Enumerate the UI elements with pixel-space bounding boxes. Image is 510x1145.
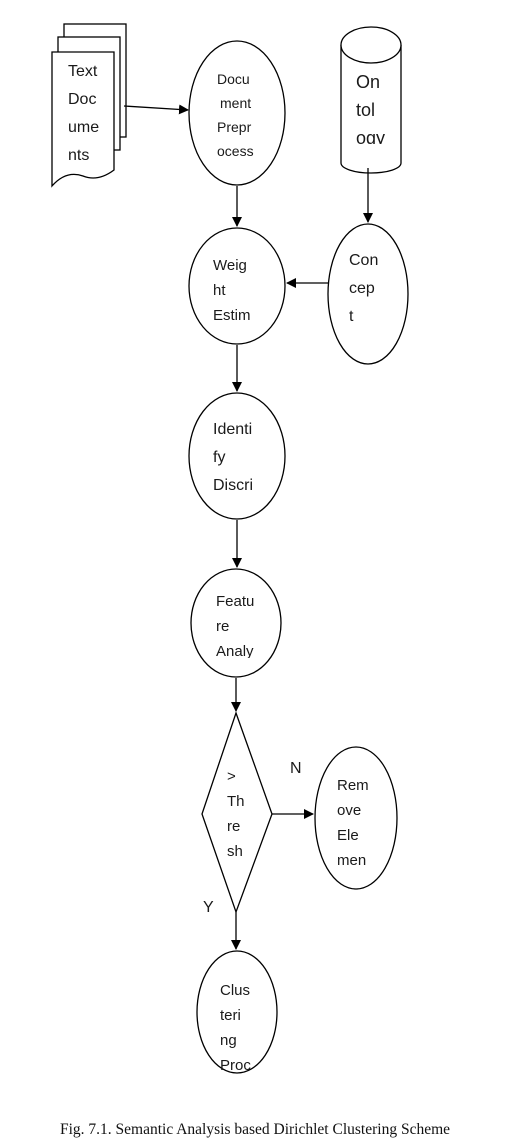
feature-analy-label: Featu re Analy	[216, 593, 255, 658]
threshold-label: > Th re sh	[227, 768, 245, 860]
arrow-docs-to-preprocess	[123, 104, 189, 115]
feature-analy-shape	[190, 568, 282, 678]
text-documents-shape	[51, 23, 127, 188]
document-preprocess-shape	[188, 40, 286, 186]
ontology-label: On tol ogy	[356, 72, 386, 144]
text-documents-label: Text Doc ume nts	[68, 63, 100, 164]
identify-discri-label: Identi fy Discri	[213, 421, 253, 494]
remove-element-shape	[314, 746, 398, 890]
document-preprocess-label: Docu ment Prepr ocess	[217, 71, 254, 159]
concept-label: Con cep t .	[349, 252, 379, 339]
identify-discri-shape	[188, 392, 286, 520]
branch-no-label: N	[290, 760, 302, 777]
clustering-proc-shape	[196, 950, 278, 1074]
weight-estim-shape	[188, 227, 286, 345]
branch-yes-label: Y	[203, 899, 214, 916]
clustering-proc-label: Clus teri ng Proc	[220, 982, 251, 1070]
weight-estim-label: Weig ht Estim	[213, 257, 251, 324]
concept-shape	[327, 223, 409, 365]
figure-caption: Fig. 7.1. Semantic Analysis based Dirich…	[59, 1121, 451, 1138]
remove-element-label: Rem ove Ele men	[337, 777, 369, 869]
ontology-cylinder-shape	[340, 26, 402, 174]
